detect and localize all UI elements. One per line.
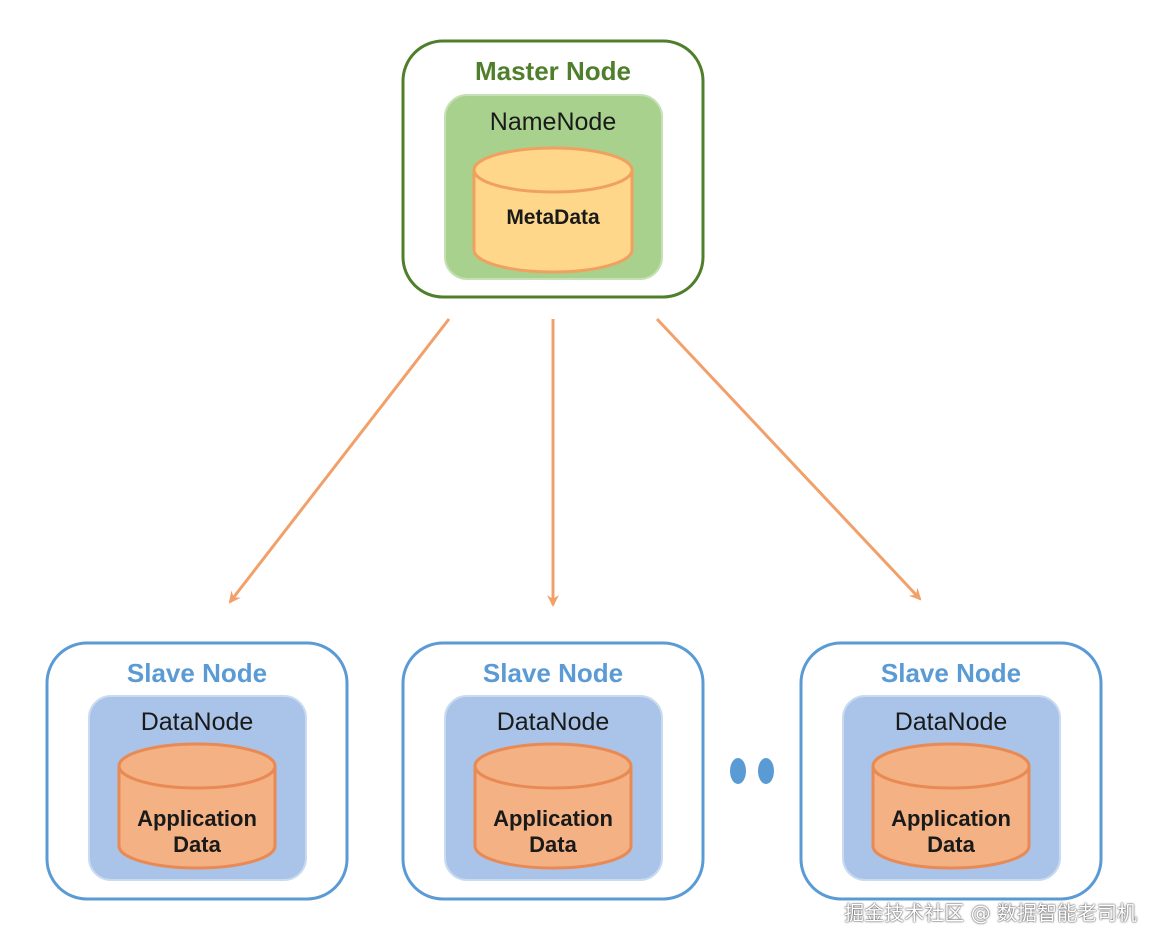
master-node-title: Master Node	[475, 56, 631, 86]
application-data-database-icon	[473, 742, 633, 870]
slave-node-title: Slave Node	[881, 658, 1021, 688]
application-data-label-line2: Data	[927, 832, 975, 857]
application-data-label-line1: Application	[891, 806, 1011, 831]
application-data-label-line2: Data	[173, 832, 221, 857]
namenode-title: NameNode	[490, 108, 616, 136]
slave-node-3: Slave Node DataNode Application Data	[799, 641, 1103, 901]
ellipsis-dot	[758, 758, 774, 784]
datanode-title: DataNode	[895, 708, 1008, 736]
master-node: Master Node NameNode MetaData	[401, 39, 705, 299]
slave-node-title: Slave Node	[483, 658, 623, 688]
metadata-database-icon	[472, 146, 634, 274]
application-data-label-line1: Application	[137, 806, 257, 831]
slave-node-2: Slave Node DataNode Application Data	[401, 641, 705, 901]
datanode-title: DataNode	[497, 708, 610, 736]
ellipsis-dot	[730, 758, 746, 784]
datanode-title: DataNode	[141, 708, 254, 736]
application-data-database-icon	[117, 742, 277, 870]
arrow-to-slave-1	[228, 318, 451, 604]
watermark-text: 掘金技术社区 @ 数据智能老司机	[844, 901, 1137, 925]
metadata-label: MetaData	[506, 206, 600, 229]
arrows	[228, 317, 922, 607]
arrow-to-slave-3	[655, 317, 922, 601]
application-data-label-line1: Application	[493, 806, 613, 831]
more-nodes-ellipsis	[730, 758, 774, 784]
slave-node-title: Slave Node	[127, 658, 267, 688]
application-data-database-icon	[871, 742, 1031, 870]
slave-node-1: Slave Node DataNode Application Data	[45, 641, 349, 901]
application-data-label-line2: Data	[529, 832, 577, 857]
